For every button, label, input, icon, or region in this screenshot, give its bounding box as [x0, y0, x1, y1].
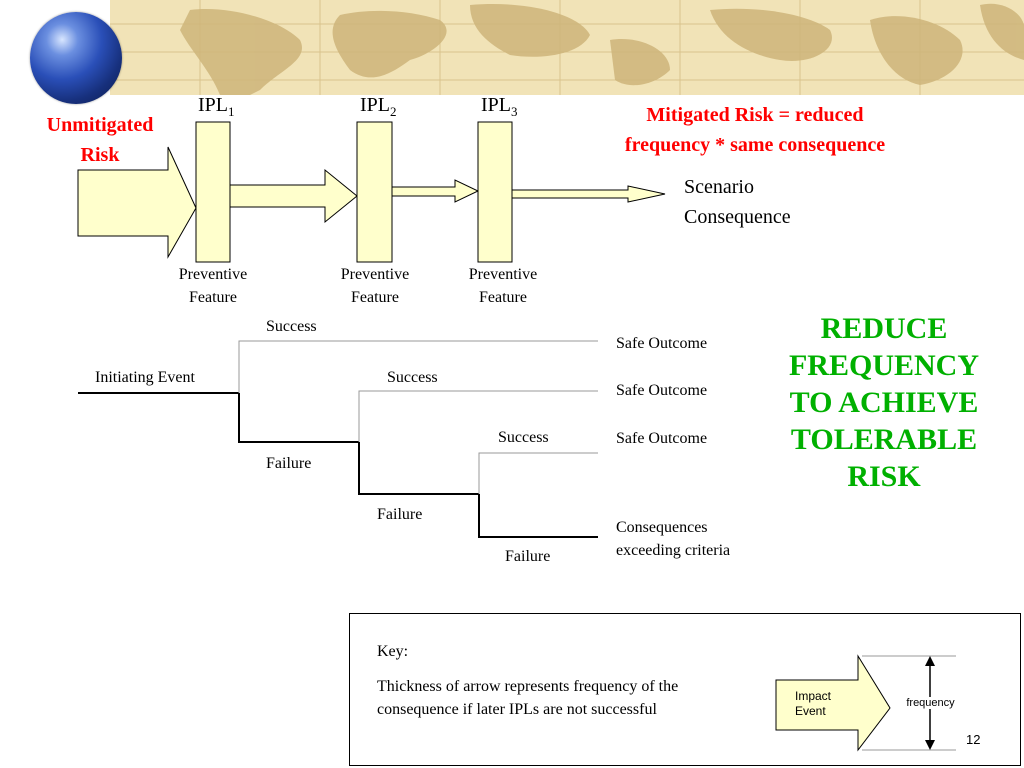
initiating-event-label: Initiating Event [95, 369, 195, 386]
failure-label-2: Failure [377, 506, 423, 523]
ipl3-box [477, 121, 513, 263]
slide-number: 12 [966, 732, 981, 747]
scenario-consequence-label: Scenario Consequence [684, 176, 791, 228]
key-description: Thickness of arrow represents frequency … [377, 678, 679, 718]
key-impact-event-label: Impact Event [795, 689, 832, 718]
key-title: Key: [377, 643, 409, 660]
ipl2-box [356, 121, 393, 263]
outcome-consequences: Consequences exceeding criteria [616, 519, 731, 559]
failure-label-1: Failure [266, 455, 312, 472]
event-tree [78, 340, 598, 538]
unmitigated-arrow [77, 146, 197, 259]
key-box [349, 613, 1021, 766]
globe-logo [30, 12, 122, 104]
unmitigated-risk-label: Unmitigated Risk [46, 114, 154, 166]
reduce-frequency-callout: REDUCE FREQUENCY TO ACHIEVE TOLERABLE RI… [788, 312, 979, 493]
outcome-2: Safe Outcome [616, 382, 708, 399]
success-label-3: Success [498, 429, 549, 446]
arrow-to-consequence [511, 185, 666, 203]
outcome-3: Safe Outcome [616, 430, 708, 447]
key-arrow-diagram [775, 654, 956, 752]
arrow-ipl2-ipl3 [391, 179, 480, 203]
ipl1-box [195, 121, 231, 263]
success-label-2: Success [387, 369, 438, 386]
key-frequency-label: frequency [903, 697, 958, 709]
arrow-ipl1-ipl2 [229, 168, 358, 224]
failure-label-3: Failure [505, 548, 551, 565]
mitigated-risk-label: Mitigated Risk = reduced frequency * sam… [624, 104, 886, 156]
ipl-arrow-diagram [77, 121, 666, 263]
success-label-1: Success [266, 318, 317, 335]
ipl3-label: IPL3 [481, 94, 518, 119]
world-map-banner [110, 0, 1024, 95]
ipl1-label: IPL1 [198, 94, 235, 119]
ipl2-label: IPL2 [360, 94, 397, 119]
outcome-1: Safe Outcome [616, 335, 708, 352]
key-impact-arrow [775, 654, 891, 752]
